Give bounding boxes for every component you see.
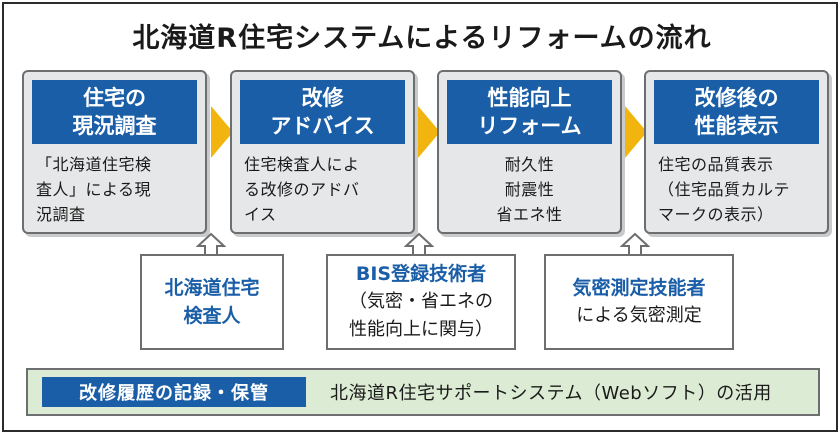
step-body-line: 「北海道住宅検	[36, 155, 152, 174]
callout-title: 北海道住宅	[164, 277, 260, 299]
flow-arrow-right	[418, 106, 440, 158]
bottom-text: 北海道R住宅サポートシステム（Webソフト）の活用	[330, 383, 772, 404]
step-body-line: イス	[244, 205, 277, 224]
callout-title: 検査人	[183, 305, 241, 327]
callout-title: 気密測定技能者	[572, 277, 706, 299]
step-post-renovation-display: 改修後の 性能表示 住宅の品質表示 （住宅品質カルテ マークの表示）	[644, 70, 829, 234]
step-body-line: 省エネ性	[496, 205, 563, 224]
step-header-line: 改修	[301, 86, 344, 110]
step-body-line: 況調査	[36, 205, 86, 224]
step-renovation-advice: 改修 アドバイス 住宅検査人によ る改修のアドバ イス	[230, 70, 415, 234]
step-body-line: マークの表示）	[658, 205, 774, 224]
bottom-label: 改修履歴の記録・保管	[42, 377, 306, 407]
callout-text: （気密・省エネの	[349, 291, 493, 312]
step-performance-reform: 性能向上 リフォーム 耐久性 耐震性 省エネ性	[437, 70, 622, 234]
callout-title: BIS登録技術者	[355, 263, 487, 285]
flow-arrow-right	[211, 106, 233, 158]
step-body-line: 査人」による現	[36, 180, 152, 199]
step-header: 改修 アドバイス	[240, 80, 405, 144]
step-body: 住宅検査人によ る改修のアドバ イス	[232, 144, 413, 227]
step-header-line: アドバイス	[270, 114, 375, 138]
step-header-line: 改修後の	[694, 86, 779, 110]
callout-text: 性能向上に関与）	[349, 319, 493, 340]
diagram-title: 北海道R住宅システムによるリフォームの流れ	[132, 23, 712, 54]
step-header: 住宅の 現況調査	[32, 80, 197, 144]
step-body-line: 住宅検査人によ	[244, 155, 360, 174]
callout-airtightness-technician: 気密測定技能者 による気密測定	[544, 254, 734, 350]
step-current-inspection: 住宅の 現況調査 「北海道住宅検 査人」による現 況調査	[22, 70, 207, 234]
step-body-line: る改修のアドバ	[244, 180, 360, 199]
up-arrow-icon	[404, 232, 434, 256]
step-body-line: 耐久性	[504, 155, 555, 174]
callout-housing-inspector: 北海道住宅 検査人	[140, 254, 284, 350]
step-header-line: 性能向上	[487, 86, 572, 110]
bottom-support-bar: 改修履歴の記録・保管 北海道R住宅サポートシステム（Webソフト）の活用	[26, 368, 820, 416]
callout-text: による気密測定	[576, 305, 702, 326]
step-header-line: 住宅の	[83, 86, 146, 110]
step-body: 住宅の品質表示 （住宅品質カルテ マークの表示）	[646, 144, 827, 227]
step-header: 改修後の 性能表示	[654, 80, 819, 144]
step-header: 性能向上 リフォーム	[447, 80, 612, 144]
step-header-line: 現況調査	[72, 114, 157, 138]
up-arrow-icon	[620, 232, 650, 256]
up-arrow-icon	[196, 232, 226, 256]
step-body-line: 住宅の品質表示	[658, 155, 774, 174]
step-body: 耐久性 耐震性 省エネ性	[439, 144, 620, 227]
step-body-line: （住宅品質カルテ	[658, 180, 791, 199]
callout-bis-engineer: BIS登録技術者 （気密・省エネの 性能向上に関与）	[326, 254, 516, 350]
flow-arrow-right	[625, 106, 647, 158]
step-header-line: リフォーム	[477, 114, 582, 138]
step-header-line: 性能表示	[694, 114, 779, 138]
step-body-line: 耐震性	[504, 180, 555, 199]
step-body: 「北海道住宅検 査人」による現 況調査	[24, 144, 205, 227]
